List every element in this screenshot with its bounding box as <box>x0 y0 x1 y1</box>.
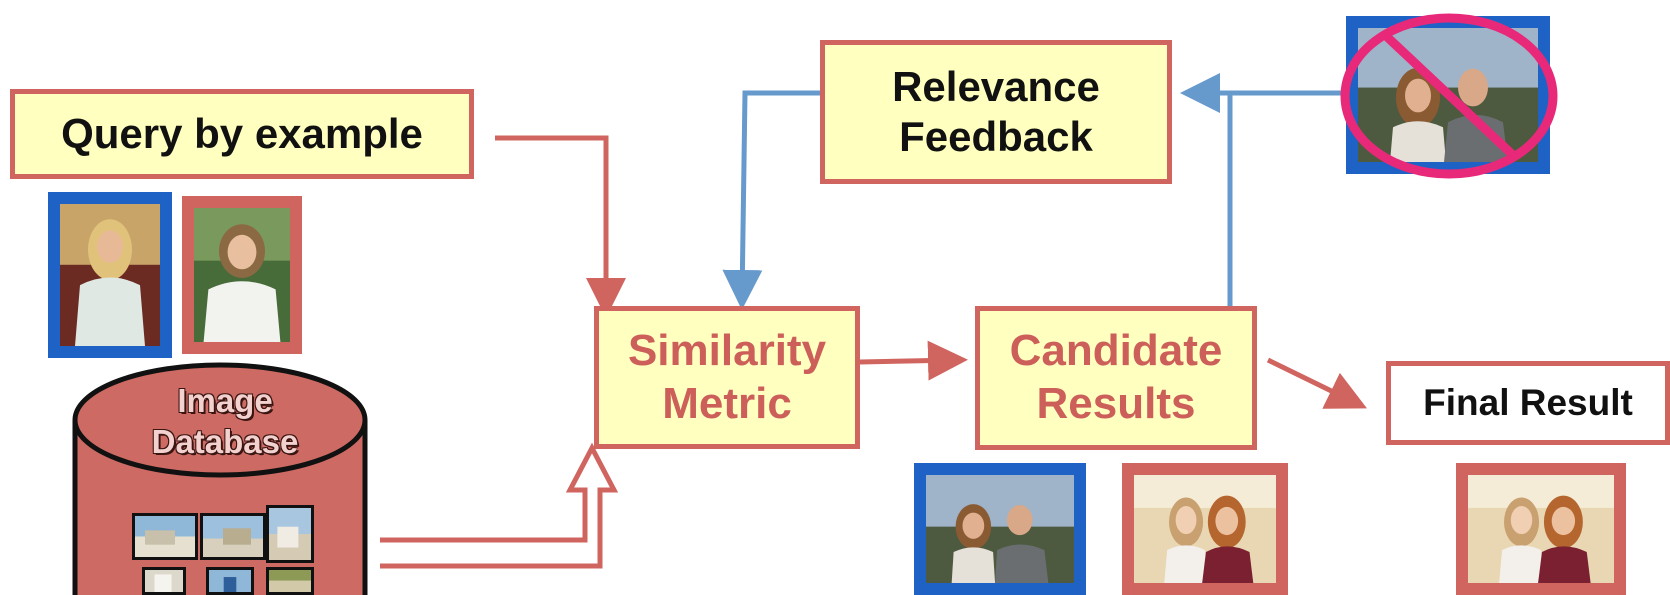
candidate-to-feedback-arrow <box>1180 73 1233 307</box>
image-database-line2: Database <box>151 423 299 461</box>
similarity-to-candidate-arrow <box>859 340 968 381</box>
candidate-results-box: Candidate Results <box>975 306 1257 450</box>
relevance-feedback-line2: Feedback <box>899 113 1093 160</box>
candidate-to-final-arrow <box>1266 357 1367 409</box>
query-to-similarity-arrow <box>495 135 626 318</box>
database-to-similarity-arrow <box>380 442 619 569</box>
database-thumbnail <box>132 513 198 560</box>
similarity-metric-line2: Metric <box>662 378 792 428</box>
candidate-photo-2 <box>1122 463 1288 595</box>
image-database-line1: Image <box>177 382 273 419</box>
similarity-metric-line1: Similarity <box>627 325 827 375</box>
candidate-results-line1: Candidate <box>1009 326 1223 376</box>
final-result-label: Final Result <box>1423 381 1633 423</box>
relevance-feedback-box: Relevance Feedback <box>820 40 1172 184</box>
query-by-example-box: Query by example <box>10 89 474 179</box>
final-result-photo <box>1456 463 1626 595</box>
query-by-example-label: Query by example <box>61 109 423 157</box>
query-photo-2 <box>182 196 302 354</box>
candidate-photo-1 <box>914 463 1086 595</box>
database-thumbnail <box>206 567 254 595</box>
database-thumbnail <box>200 513 266 560</box>
final-result-box: Final Result <box>1386 361 1670 445</box>
candidate-results-line2: Results <box>1036 379 1196 428</box>
database-thumbnail <box>266 567 314 595</box>
feedback-to-similarity-arrow <box>722 90 822 310</box>
similarity-metric-box: Similarity Metric <box>594 306 860 449</box>
image-database-label: Image Database <box>80 380 370 463</box>
database-thumbnail <box>142 567 186 595</box>
relevance-feedback-line1: Relevance <box>892 62 1100 110</box>
database-thumbnail <box>266 505 314 563</box>
query-photo-1 <box>48 192 172 358</box>
crossed-circle-icon <box>1340 13 1558 179</box>
